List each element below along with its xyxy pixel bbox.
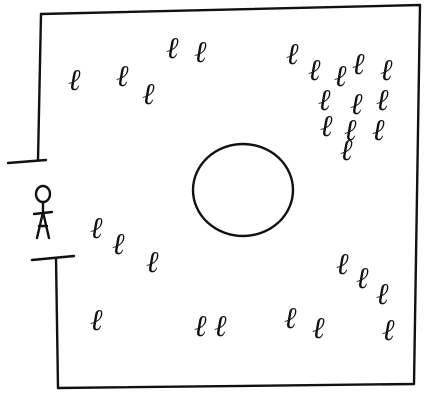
- particle-glyph: ℓ: [214, 309, 227, 344]
- particle-glyph: ℓ: [356, 261, 369, 296]
- particle-glyph: ℓ: [336, 247, 349, 282]
- particle-glyph: ℓ: [284, 301, 297, 336]
- particle-glyph: ℓ: [142, 77, 155, 112]
- door-top-mark: [8, 160, 46, 163]
- room-wall-left-top: [38, 14, 41, 160]
- particle-glyph: ℓ: [376, 277, 389, 312]
- particle-glyph: ℓ: [372, 113, 385, 148]
- particle-glyph: ℓ: [146, 245, 159, 280]
- particle-glyph: ℓ: [334, 59, 347, 94]
- particle-glyph: ℓ: [116, 59, 129, 94]
- person-icon: [34, 186, 52, 238]
- central-circle: [193, 144, 293, 236]
- door-bottom-mark: [32, 256, 74, 260]
- particle-glyph: ℓ: [352, 47, 365, 82]
- particle-glyph: ℓ: [166, 31, 179, 66]
- particle-glyph: ℓ: [320, 109, 333, 144]
- particle-glyph: ℓ: [382, 313, 395, 348]
- particle-glyph: ℓ: [90, 303, 103, 338]
- particle-glyph: ℓ: [90, 211, 103, 246]
- particle-glyph: ℓ: [112, 227, 125, 262]
- particle-glyph: ℓ: [194, 35, 207, 70]
- particle-glyph: ℓ: [340, 133, 353, 168]
- particle-glyph: ℓ: [312, 311, 325, 346]
- particle-glyph: ℓ: [194, 309, 207, 344]
- door-gap: [8, 160, 74, 260]
- particle-glyph: ℓ: [286, 37, 299, 72]
- particle-glyph: ℓ: [68, 63, 81, 98]
